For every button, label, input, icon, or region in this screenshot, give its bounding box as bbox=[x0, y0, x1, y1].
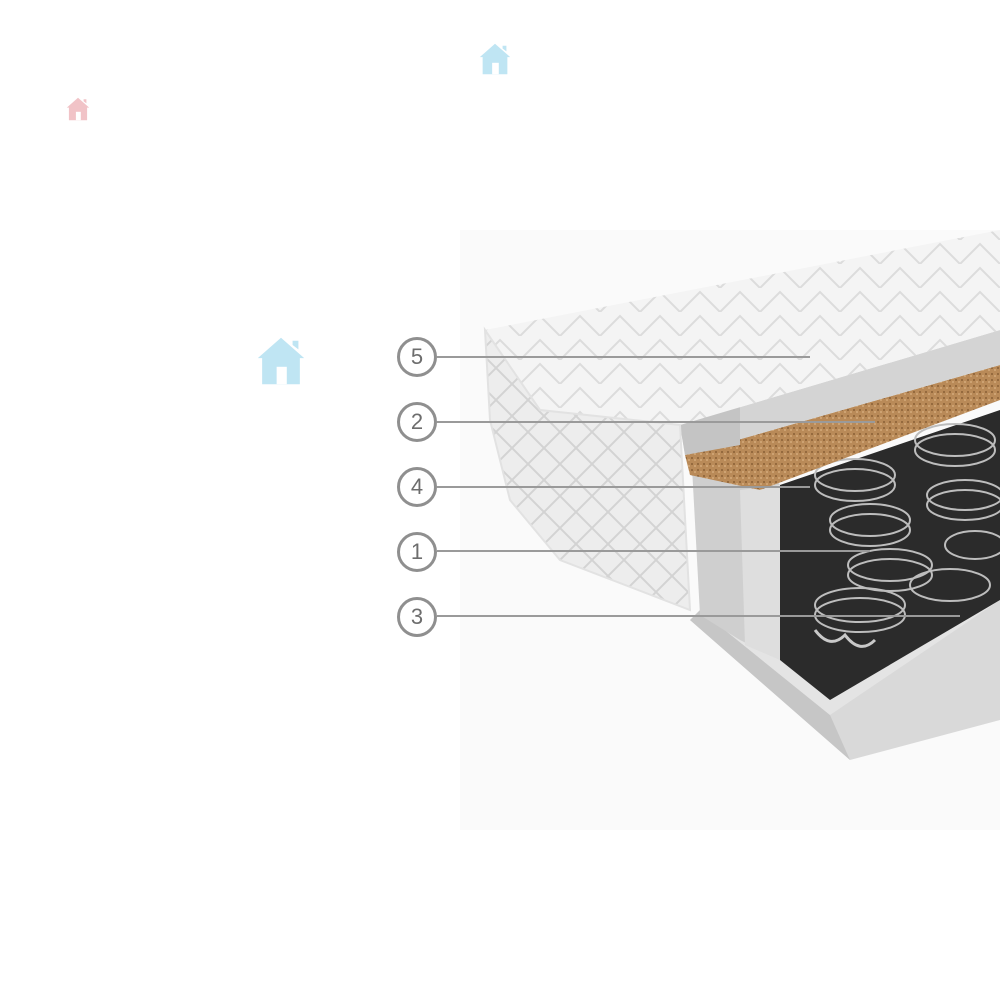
leader-line bbox=[437, 421, 875, 423]
house-icon bbox=[476, 40, 514, 78]
layer-marker-label: 5 bbox=[410, 344, 424, 369]
leader-line bbox=[437, 356, 810, 358]
house-icon bbox=[252, 332, 310, 390]
layer-marker-5: 5 bbox=[397, 337, 437, 377]
layer-marker-4: 4 bbox=[397, 467, 437, 507]
layer-marker-label: 2 bbox=[410, 409, 424, 434]
house-icon bbox=[64, 95, 92, 123]
layer-marker-3: 3 bbox=[397, 597, 437, 637]
layer-marker-1: 1 bbox=[397, 532, 437, 572]
leader-line bbox=[437, 550, 870, 552]
layer-marker-2: 2 bbox=[397, 402, 437, 442]
leader-line bbox=[437, 615, 960, 617]
leader-line bbox=[437, 486, 810, 488]
layer-marker-label: 1 bbox=[410, 539, 424, 564]
layer-marker-label: 3 bbox=[410, 604, 424, 629]
layer-marker-label: 4 bbox=[410, 474, 424, 499]
